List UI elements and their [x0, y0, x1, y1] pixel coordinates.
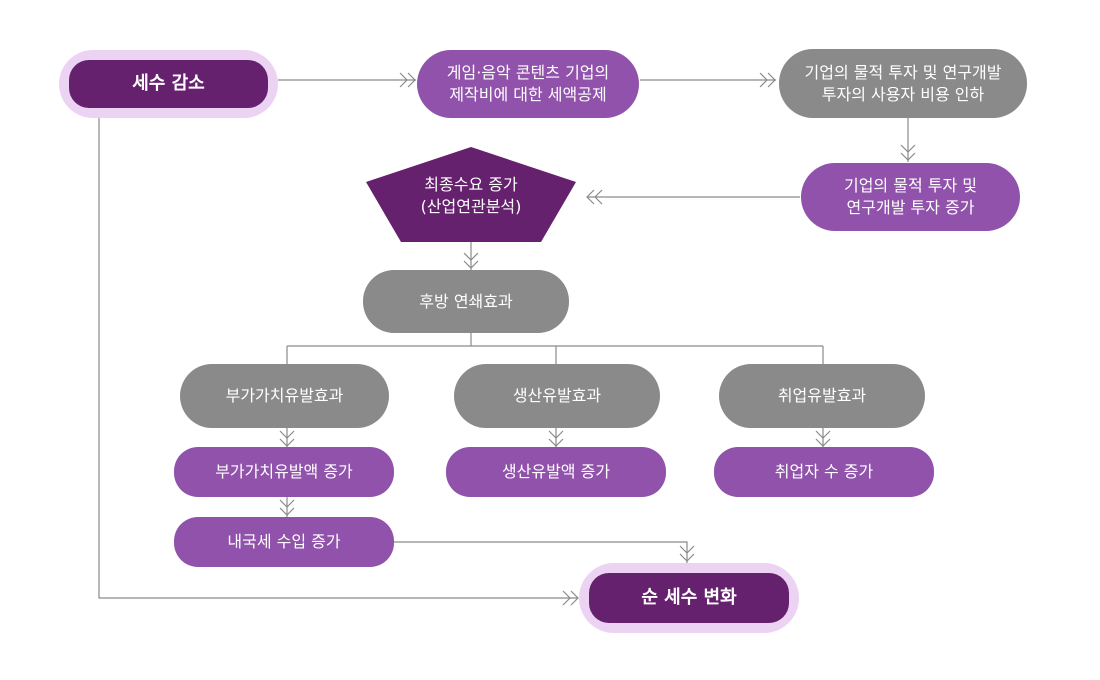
investment-increase-node: 기업의 물적 투자 및 연구개발 투자 증가: [801, 163, 1020, 231]
employment-effect-node: 취업유발효과: [719, 364, 925, 428]
final-demand-pentagon: [366, 147, 576, 242]
net-tax-change-node: 순 세수 변화: [589, 573, 789, 623]
final-demand-label: 최종수요 증가 (산업연관분석): [420, 175, 522, 216]
production-effect-node: 생산유발효과: [454, 364, 660, 428]
tax-reduction-node: 세수 감소: [69, 60, 268, 108]
backward-linkage-node: 후방 연쇄효과: [363, 270, 569, 333]
domestic-tax-increase-node: 내국세 수입 증가: [174, 517, 394, 567]
production-increase-node: 생산유발액 증가: [446, 447, 666, 497]
employment-increase-node: 취업자 수 증가: [714, 447, 934, 497]
value-added-effect-node: 부가가치유발효과: [180, 364, 389, 428]
value-added-increase-node: 부가가치유발액 증가: [174, 447, 394, 497]
user-cost-node: 기업의 물적 투자 및 연구개발 투자의 사용자 비용 인하: [779, 49, 1027, 118]
tax-credit-node: 게임·음악 콘텐츠 기업의 제작비에 대한 세액공제: [417, 50, 639, 118]
